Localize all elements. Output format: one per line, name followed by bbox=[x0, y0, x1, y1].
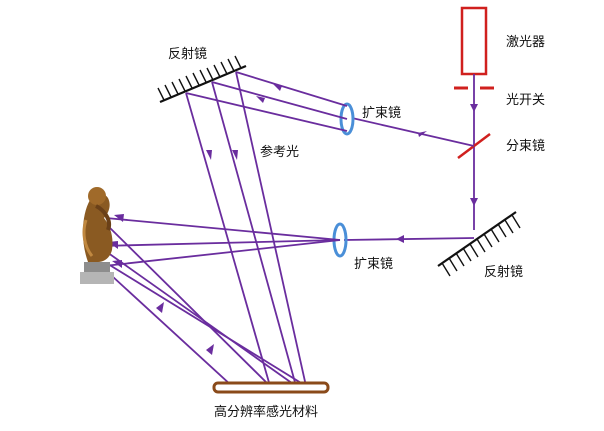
laser-label: 激光器 bbox=[506, 35, 545, 50]
lower-mirror-hatch bbox=[441, 214, 521, 277]
arrow-scatter-a bbox=[156, 302, 164, 313]
reference-light-label: 参考光 bbox=[260, 144, 299, 160]
recording-material-label: 高分辨率感光材料 bbox=[214, 404, 318, 420]
arrow-splitter-to-upper-lens bbox=[418, 131, 427, 137]
lower-mirror bbox=[437, 211, 521, 277]
arrow-mirror-to-lower-lens bbox=[396, 235, 404, 243]
arrow-upper-fan-a bbox=[273, 84, 282, 91]
thinker-statue-icon bbox=[80, 187, 114, 284]
shutter-label: 光开关 bbox=[506, 93, 545, 108]
upper-expander-label: 扩束镜 bbox=[362, 106, 401, 121]
upper-mirror bbox=[157, 55, 247, 104]
arrow-scatter-b bbox=[206, 344, 214, 355]
recording-plate bbox=[212, 381, 330, 394]
ray-splitter-to-upper-lens bbox=[351, 117, 475, 147]
lower-expander-label: 扩束镜 bbox=[354, 257, 393, 272]
rays-object-to-plate bbox=[103, 225, 307, 387]
lower-mirror-label: 反射镜 bbox=[484, 264, 523, 280]
arrow-object-a bbox=[114, 214, 124, 222]
arrow-reference-a bbox=[206, 150, 212, 160]
ray-mirror-to-lower-lens bbox=[343, 237, 475, 241]
arrow-splitter-down bbox=[470, 198, 478, 206]
arrow-upper-fan-b bbox=[256, 96, 265, 103]
arrow-laser-down bbox=[470, 104, 478, 112]
upper-mirror-hatch bbox=[157, 55, 242, 101]
laser-box bbox=[460, 6, 488, 76]
rays-lower-lens-to-object bbox=[99, 214, 341, 268]
rays-upper-lens-to-mirror bbox=[185, 71, 348, 132]
upper-mirror-label: 反射镜 bbox=[168, 46, 207, 62]
upper-expander-lens-icon bbox=[339, 102, 355, 136]
rays-reference-to-plate bbox=[185, 71, 307, 387]
arrow-reference-b bbox=[232, 150, 238, 160]
beam-splitter-label: 分束镜 bbox=[506, 139, 545, 154]
